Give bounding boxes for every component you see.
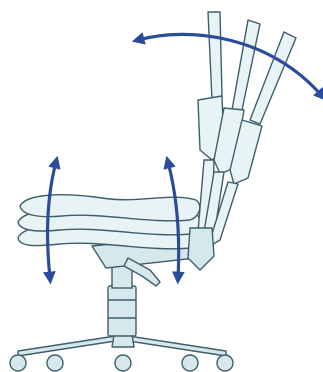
backrest-tilt-arrow [138,34,322,96]
chair-base [10,335,233,371]
backrest-hinge [188,228,214,270]
base-legs [18,335,226,356]
gas-column [108,266,136,336]
caster [10,355,26,371]
seat [18,195,200,249]
caster [47,355,63,371]
caster [115,355,131,371]
caster [182,355,198,371]
casters [10,355,233,371]
caster [217,355,233,371]
backrest [188,12,296,270]
